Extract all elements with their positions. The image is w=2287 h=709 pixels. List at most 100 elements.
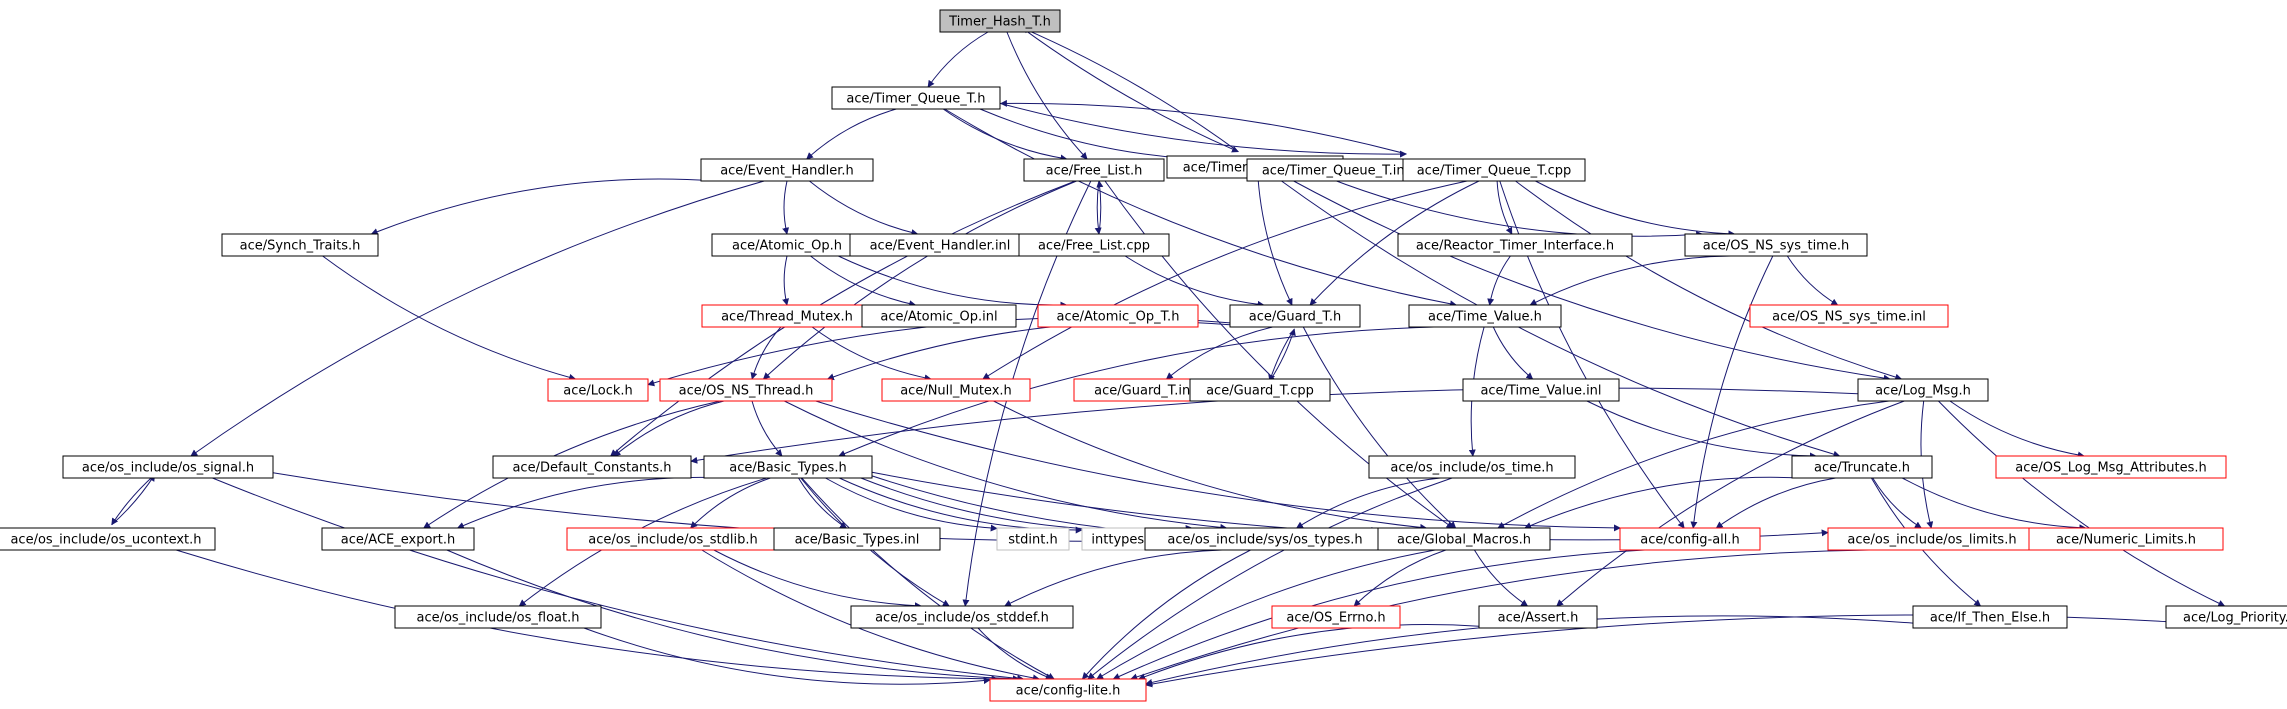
edge-line xyxy=(175,549,999,683)
file-node-os-time-h[interactable]: ace/os_include/os_time.h xyxy=(1368,455,1576,479)
edge-line xyxy=(583,627,991,685)
file-node-log-priority-h[interactable]: ace/Log_Priority.h xyxy=(2165,605,2287,629)
node-box xyxy=(2028,527,2224,551)
dependency-edge-basic_types_h-to-os_stdlib_h xyxy=(690,477,771,529)
node-box xyxy=(1037,304,1199,328)
node-label: ace/os_include/sys/os_types.h xyxy=(1167,533,1362,548)
file-node-free-list-h[interactable]: ace/Free_List.h xyxy=(1023,158,1165,182)
file-node-reactor-timer-interface-h[interactable]: ace/Reactor_Timer_Interface.h xyxy=(1397,233,1633,257)
file-node-assert-h[interactable]: ace/Assert.h xyxy=(1478,605,1598,629)
dependency-edge-null_mutex_h-to-global_macros_h xyxy=(993,400,1428,531)
edge-line xyxy=(190,180,765,457)
edge-line xyxy=(1492,326,1534,380)
file-node-os-errno-h[interactable]: ace/OS_Errno.h xyxy=(1271,605,1401,629)
file-node-numeric-limits-h[interactable]: ace/Numeric_Limits.h xyxy=(2028,527,2224,551)
dependency-edge-time_value_inl-to-truncate_h xyxy=(1586,400,1817,460)
edge-line xyxy=(810,255,917,308)
file-node-synch-traits-h[interactable]: ace/Synch_Traits.h xyxy=(221,233,379,257)
edge-line xyxy=(982,180,1468,380)
file-node-event-handler-inl[interactable]: ace/Event_Handler.inl xyxy=(849,233,1031,257)
edge-line xyxy=(839,477,1083,534)
file-node-default-constants-h[interactable]: ace/Default_Constants.h xyxy=(492,455,692,479)
edge-line xyxy=(111,474,156,526)
edge-line xyxy=(1277,177,1841,458)
file-node-os-stddef-h[interactable]: ace/os_include/os_stddef.h xyxy=(850,605,1074,629)
node-label: ace/Atomic_Op_T.h xyxy=(1057,310,1180,325)
file-node-os-ns-sys-time-inl[interactable]: ace/OS_NS_sys_time.inl xyxy=(1749,304,1949,328)
file-node-atomic-op-inl[interactable]: ace/Atomic_Op.inl xyxy=(861,304,1017,328)
dependency-edge-timer_hash_t_cpp-to-os_ns_sys_time_h xyxy=(1328,177,1704,238)
node-label: ace/OS_Errno.h xyxy=(1286,611,1385,626)
file-node-guard-t-cpp[interactable]: ace/Guard_T.cpp xyxy=(1189,378,1331,402)
file-node-thread-mutex-h[interactable]: ace/Thread_Mutex.h xyxy=(701,304,873,328)
file-node-guard-t-h[interactable]: ace/Guard_T.h xyxy=(1229,304,1361,328)
dependency-edge-os_limits_h-to-config_lite_h xyxy=(1130,549,1870,681)
file-node-atomic-op-t-h[interactable]: ace/Atomic_Op_T.h xyxy=(1037,304,1199,328)
file-node-timer-queue-t-cpp[interactable]: ace/Timer_Queue_T.cpp xyxy=(1402,158,1586,182)
file-node-basic-types-h[interactable]: ace/Basic_Types.h xyxy=(703,455,873,479)
file-node-timer-hash-t-h[interactable]: Timer_Hash_T.h xyxy=(939,9,1061,33)
edge-line xyxy=(811,326,932,382)
dependency-edge-timer_queue_t_h-to-free_list_h xyxy=(942,108,1068,162)
node-box xyxy=(1462,378,1620,402)
dependency-edge-event_handler_h-to-os_signal_h xyxy=(190,180,765,457)
dependency-edge-config_all_h-to-config_lite_h xyxy=(1112,549,1645,680)
edge-line xyxy=(1296,477,1441,529)
node-box xyxy=(989,678,1147,702)
file-node-os-ns-thread-h[interactable]: ace/OS_NS_Thread.h xyxy=(659,378,833,402)
file-node-guard-t-inl[interactable]: ace/Guard_T.inl xyxy=(1073,378,1215,402)
file-node-lock-h[interactable]: ace/Lock.h xyxy=(547,378,649,402)
edge-line xyxy=(456,476,729,529)
file-node-null-mutex-h[interactable]: ace/Null_Mutex.h xyxy=(881,378,1031,402)
node-label: ace/Truncate.h xyxy=(1814,461,1910,476)
file-node-if-then-else-h[interactable]: ace/If_Then_Else.h xyxy=(1912,605,2068,629)
node-box xyxy=(1377,527,1551,551)
file-node-os-float-h[interactable]: ace/os_include/os_float.h xyxy=(394,605,602,629)
node-label: ace/Null_Mutex.h xyxy=(900,384,1012,399)
dependency-edge-timer_hash_t_cpp-to-truncate_h xyxy=(1277,177,1841,458)
file-node-os-limits-h[interactable]: ace/os_include/os_limits.h xyxy=(1827,527,2037,551)
file-node-timer-queue-t-h[interactable]: ace/Timer_Queue_T.h xyxy=(831,86,1001,110)
file-node-config-all-h[interactable]: ace/config-all.h xyxy=(1619,527,1761,551)
file-node-event-handler-h[interactable]: ace/Event_Handler.h xyxy=(700,158,874,182)
file-node-truncate-h[interactable]: ace/Truncate.h xyxy=(1791,455,1933,479)
dependency-edge-os_float_h-to-config_lite_h xyxy=(583,627,991,685)
file-node-os-log-msg-attributes-h[interactable]: ace/OS_Log_Msg_Attributes.h xyxy=(1995,455,2227,479)
file-node-config-lite-h[interactable]: ace/config-lite.h xyxy=(989,678,1147,702)
edge-line xyxy=(838,326,1435,457)
file-node-global-macros-h[interactable]: ace/Global_Macros.h xyxy=(1377,527,1551,551)
node-box xyxy=(703,455,873,479)
node-label: stdint.h xyxy=(1008,533,1057,548)
file-node-stdint-h[interactable]: stdint.h xyxy=(996,527,1070,551)
file-node-time-value-inl[interactable]: ace/Time_Value.inl xyxy=(1462,378,1620,402)
edge-line xyxy=(613,400,725,457)
file-node-os-sys-types-h[interactable]: ace/os_include/sys/os_types.h xyxy=(1144,527,1386,551)
file-node-os-ns-sys-time-h[interactable]: ace/OS_NS_sys_time.h xyxy=(1684,233,1868,257)
file-node-timer-queue-t-inl[interactable]: ace/Timer_Queue_T.inl xyxy=(1246,158,1424,182)
edge-line xyxy=(423,400,721,529)
node-label: ace/OS_Log_Msg_Attributes.h xyxy=(2015,461,2206,476)
file-node-os-signal-h[interactable]: ace/os_include/os_signal.h xyxy=(62,455,274,479)
edge-line xyxy=(713,549,922,610)
node-box xyxy=(831,86,1001,110)
node-box xyxy=(1271,605,1401,629)
file-node-os-stdlib-h[interactable]: ace/os_include/os_stdlib.h xyxy=(566,527,780,551)
dependency-edge-synch_traits_h-to-lock_h xyxy=(322,255,577,381)
dependency-edge-basic_types_h-to-ace_export_h xyxy=(456,476,729,529)
file-node-time-value-h[interactable]: ace/Time_Value.h xyxy=(1408,304,1562,328)
file-node-atomic-op-h[interactable]: ace/Atomic_Op.h xyxy=(711,233,863,257)
node-box xyxy=(996,527,1070,551)
edge-line xyxy=(1021,26,1239,153)
edge-line xyxy=(977,627,1053,680)
file-node-free-list-cpp[interactable]: ace/Free_List.cpp xyxy=(1018,233,1170,257)
edge-line xyxy=(610,180,1076,457)
edge-line xyxy=(1287,177,1891,382)
edge-line xyxy=(1690,255,1774,529)
file-node-os-ucontext-h[interactable]: ace/os_include/os_ucontext.h xyxy=(0,527,216,551)
node-label: ace/Reactor_Timer_Interface.h xyxy=(1416,239,1614,254)
node-box xyxy=(394,605,602,629)
node-box xyxy=(1857,378,1989,402)
file-node-log-msg-h[interactable]: ace/Log_Msg.h xyxy=(1857,378,1989,402)
file-node-basic-types-inl[interactable]: ace/Basic_Types.inl xyxy=(773,527,941,551)
file-node-ace-export-h[interactable]: ace/ACE_export.h xyxy=(321,527,475,551)
